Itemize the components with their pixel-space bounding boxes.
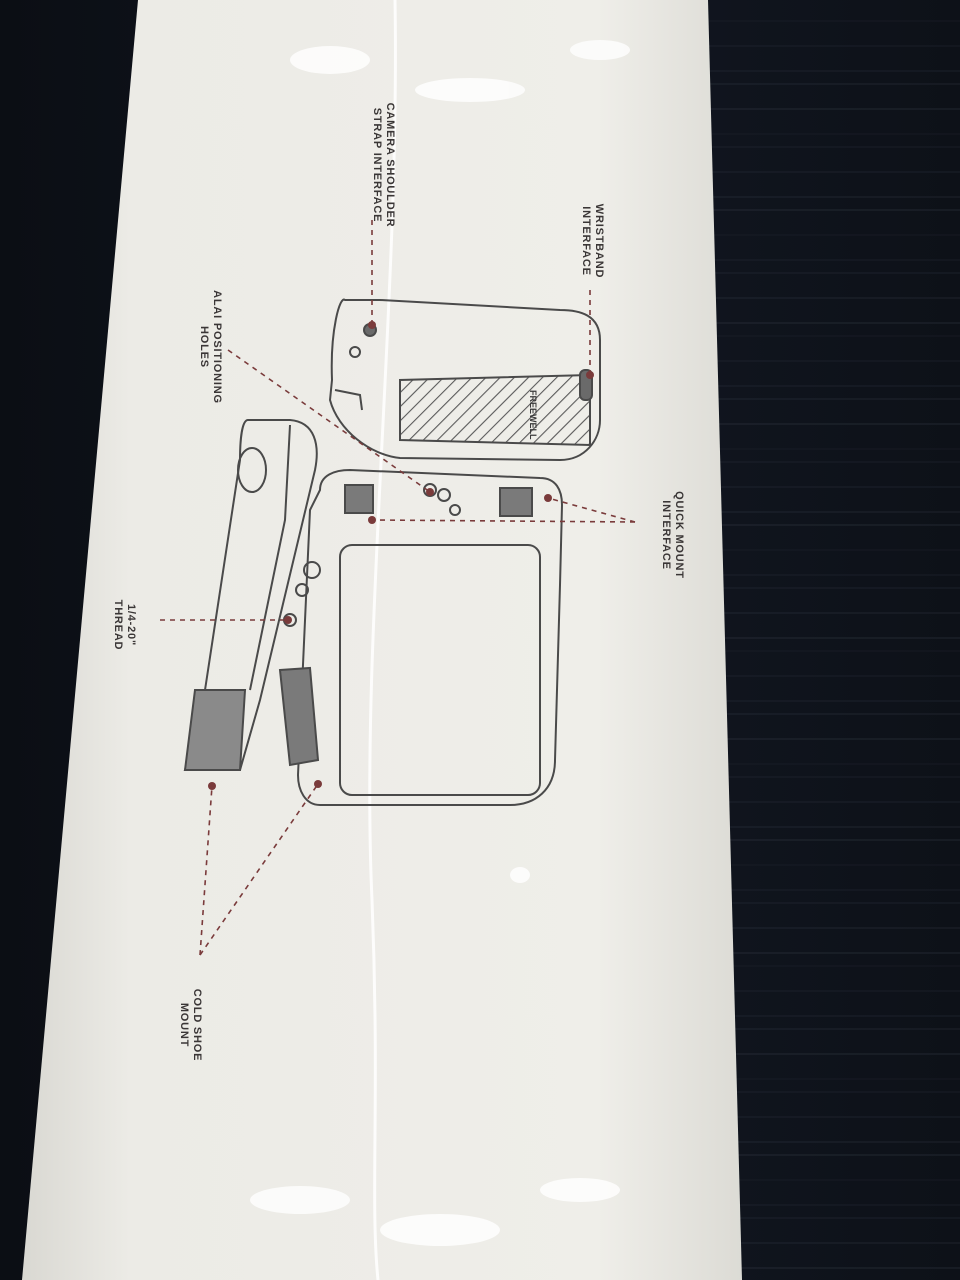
thread-label: 1/4-20" THREAD	[112, 599, 137, 651]
wood-grain	[700, 675, 960, 677]
side-handle-illustration	[183, 419, 318, 771]
wood-grain	[700, 1179, 960, 1181]
wood-grain	[700, 864, 960, 866]
wood-grain	[700, 1078, 960, 1080]
callout-lines	[160, 220, 636, 956]
wood-grain	[700, 335, 960, 337]
wood-grain	[700, 650, 960, 652]
wood-grain	[700, 700, 960, 702]
wood-grain	[700, 1141, 960, 1143]
wood-grain	[700, 839, 960, 841]
wood-grain	[700, 209, 960, 211]
wood-grain	[700, 171, 960, 173]
wood-grain	[700, 801, 960, 803]
wood-grain	[700, 461, 960, 463]
wood-grain	[700, 1242, 960, 1244]
camera-cage-illustration	[278, 468, 564, 806]
box-face	[22, 0, 742, 1280]
wood-grain	[700, 45, 960, 47]
wood-grain	[700, 1267, 960, 1269]
wood-grain	[700, 549, 960, 551]
wood-grain	[700, 952, 960, 954]
wood-grain	[700, 133, 960, 135]
wood-grain	[700, 763, 960, 765]
wood-grain	[700, 927, 960, 929]
wood-grain	[700, 385, 960, 387]
wood-grain	[700, 360, 960, 362]
wood-grain	[700, 20, 960, 22]
wood-grain	[700, 1015, 960, 1017]
brand-logo: FREEWELL	[528, 390, 538, 440]
quick-mount-label: QUICK MOUNT INTERFACE	[660, 491, 685, 579]
wood-grain	[700, 297, 960, 299]
wood-grain	[700, 146, 960, 148]
wood-grain	[700, 826, 960, 828]
wood-grain	[700, 574, 960, 576]
wood-grain	[700, 776, 960, 778]
wood-grain	[700, 1028, 960, 1030]
wood-grain	[700, 524, 960, 526]
wood-grain	[700, 70, 960, 72]
wood-grain	[700, 259, 960, 261]
wood-grain	[700, 990, 960, 992]
wood-grain	[700, 272, 960, 274]
camera-strap-label: CAMERA SHOULDER STRAP INTERFACE	[371, 102, 396, 228]
wood-grain	[700, 1116, 960, 1118]
wood-grain	[700, 1154, 960, 1156]
wood-grain	[700, 448, 960, 450]
wood-grain	[700, 108, 960, 110]
wood-grain	[700, 234, 960, 236]
cold-shoe-label: COLD SHOE MOUNT	[178, 988, 203, 1062]
wood-grain	[700, 738, 960, 740]
wood-grain	[700, 612, 960, 614]
wood-grain	[700, 637, 960, 639]
wood-grain	[700, 486, 960, 488]
alai-holes-label: ALAI POSITIONING HOLES	[198, 290, 223, 404]
callout-dots	[208, 321, 594, 790]
wood-grain	[700, 902, 960, 904]
wood-grain	[700, 196, 960, 198]
shrink-wrap-wrinkles	[250, 40, 630, 1246]
wood-grain	[700, 587, 960, 589]
wood-grain	[700, 423, 960, 425]
wood-grain	[700, 1217, 960, 1219]
wood-grain	[700, 83, 960, 85]
wristband-label: WRISTBAND INTERFACE	[580, 203, 605, 279]
wood-grain	[700, 398, 960, 400]
wood-grain	[700, 1091, 960, 1093]
wood-grain	[700, 1053, 960, 1055]
wood-grain	[700, 889, 960, 891]
wood-grain	[700, 965, 960, 967]
shrink-wrap-seam	[368, 0, 397, 1280]
wood-grain	[700, 511, 960, 513]
wood-grain	[700, 713, 960, 715]
wood-grain	[700, 322, 960, 324]
wood-grain	[700, 1204, 960, 1206]
